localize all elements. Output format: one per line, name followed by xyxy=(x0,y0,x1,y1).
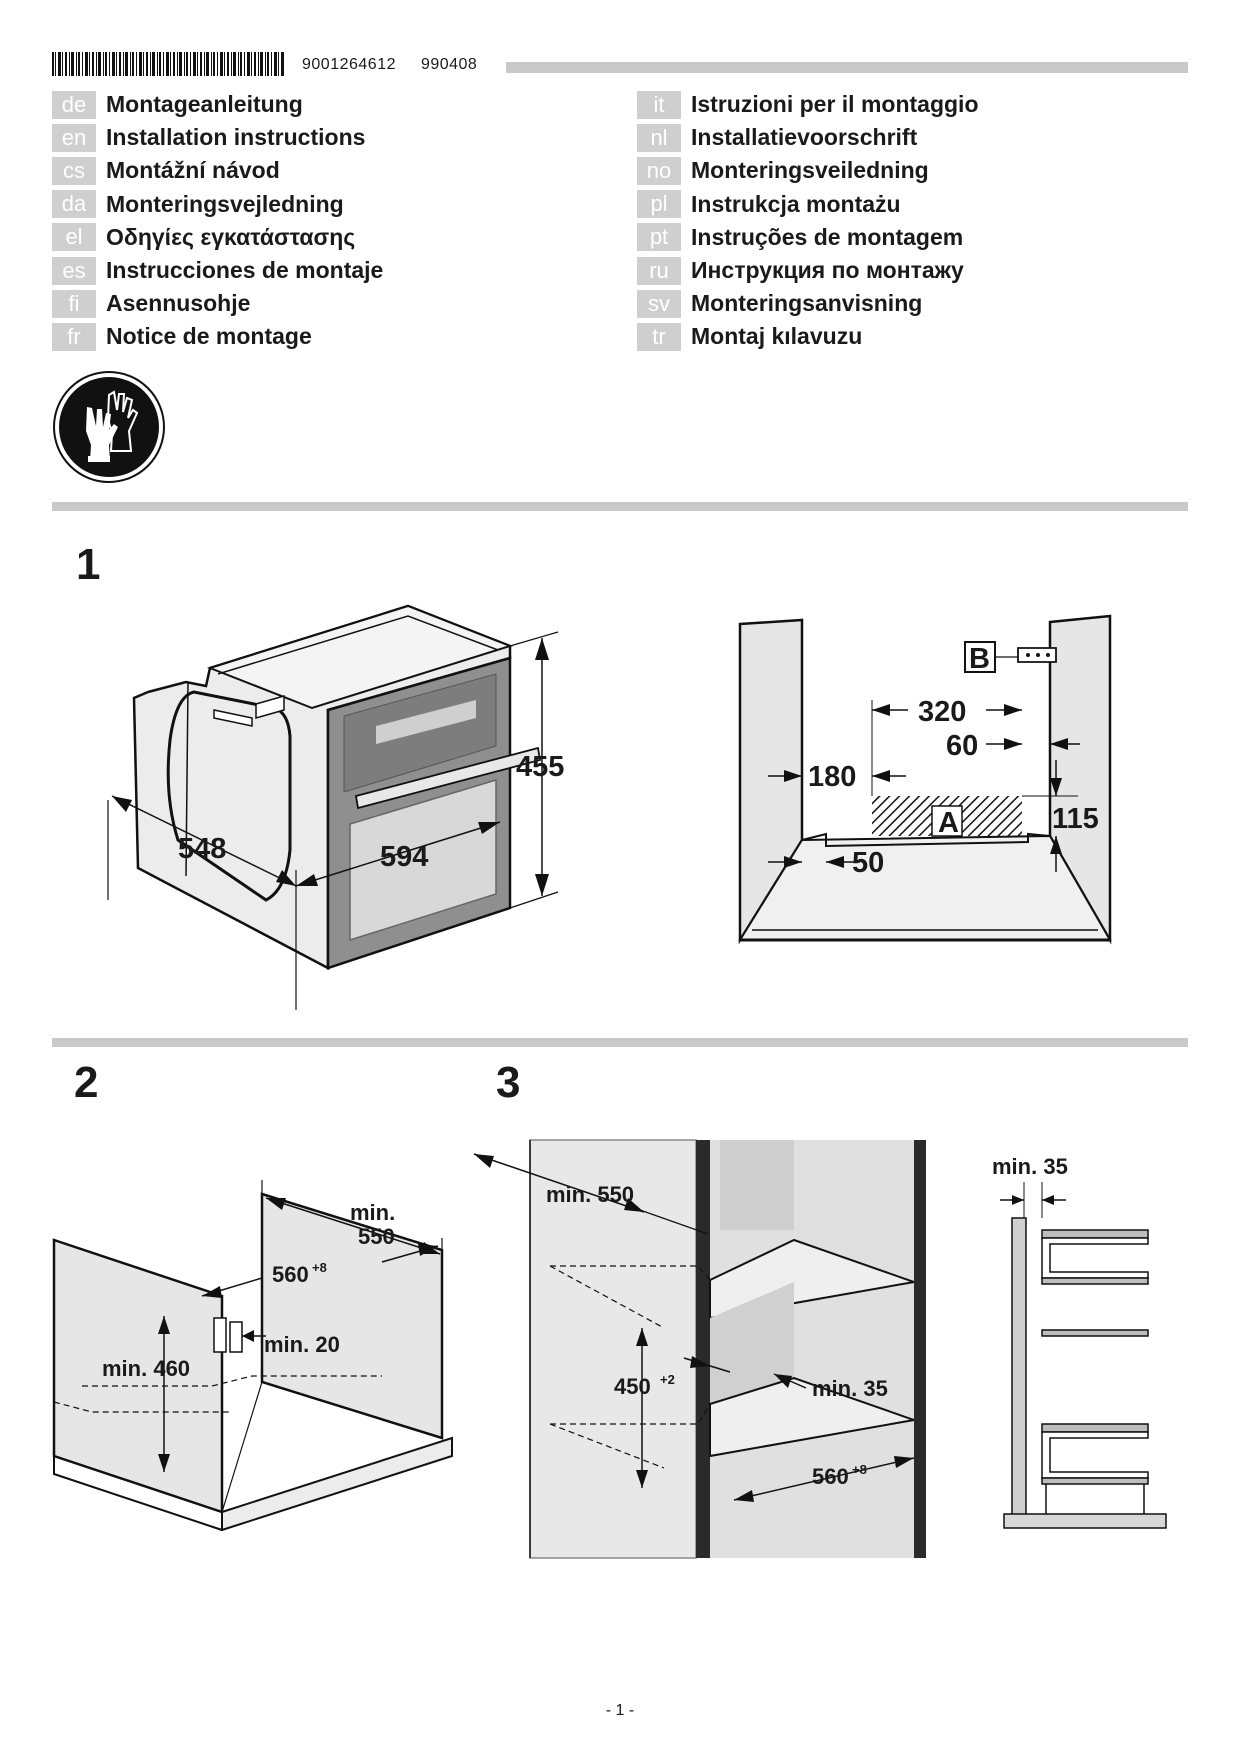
language-row-fi: fi Asennusohje xyxy=(52,287,383,320)
language-title: Monteringsanvisning xyxy=(691,290,923,317)
width-tolerance: +8 xyxy=(312,1260,327,1275)
gap-label: min. 20 xyxy=(264,1332,340,1357)
language-code: fr xyxy=(52,322,96,351)
language-title: Οδηγίες εγκατάστασης xyxy=(106,223,356,250)
language-code: nl xyxy=(637,123,681,152)
oven-depth-label: 548 xyxy=(178,833,226,865)
zone-a-label: A xyxy=(938,807,959,839)
language-row-pl: pl Instrukcja montażu xyxy=(637,188,979,221)
language-code: es xyxy=(52,256,96,285)
dim-180-label: 180 xyxy=(808,761,856,793)
language-code: tr xyxy=(637,322,681,351)
language-code: da xyxy=(52,190,96,219)
oven-dimensions-drawing: 455 548 594 xyxy=(107,604,564,1010)
language-code: cs xyxy=(52,156,96,185)
oven-window xyxy=(349,778,497,942)
cabinet-side-panel xyxy=(529,1139,697,1559)
language-title: Installatievoorschrift xyxy=(691,124,918,151)
dim-115-label: 115 xyxy=(1052,803,1099,835)
language-code: no xyxy=(637,156,681,185)
language-code: en xyxy=(52,123,96,152)
language-code: el xyxy=(52,223,96,252)
depth-min-word: min. xyxy=(350,1200,395,1225)
language-title: Instruções de montagem xyxy=(691,223,964,250)
language-row-ru: ru Инструкция по монтажу xyxy=(637,254,979,287)
language-title: Asennusohje xyxy=(106,290,251,317)
language-title: Notice de montage xyxy=(106,323,312,350)
wall-panel xyxy=(1011,1217,1027,1519)
bracket-b-label: B xyxy=(969,643,990,675)
oven-body xyxy=(132,604,512,971)
language-row-no: no Monteringsveiledning xyxy=(637,154,979,187)
width-value: 560 xyxy=(812,1464,849,1489)
language-title: Instrucciones de montaje xyxy=(106,257,384,284)
language-row-it: it Istruzioni per il montaggio xyxy=(637,88,979,121)
height-label: min. 460 xyxy=(102,1356,190,1381)
language-row-en: en Installation instructions xyxy=(52,121,383,154)
section-divider xyxy=(52,1038,1188,1047)
section-divider xyxy=(52,502,1188,511)
oven-width-label: 594 xyxy=(380,841,428,873)
dim-320-label: 320 xyxy=(918,696,966,728)
height-tolerance: +2 xyxy=(660,1372,675,1387)
language-row-da: da Monteringsvejledning xyxy=(52,188,383,221)
cabinet-side-view-drawing: min. 35 xyxy=(992,1154,1167,1529)
language-title: Инструкция по монтажу xyxy=(691,257,964,284)
document-numbers: 9001264612 990408 xyxy=(302,56,477,74)
language-row-de: de Montageanleitung xyxy=(52,88,383,121)
height-value: 450 xyxy=(614,1374,651,1399)
dim-50-label: 50 xyxy=(852,847,884,879)
language-row-cs: cs Montážní návod xyxy=(52,154,383,187)
tall-cabinet-drawing: min. 550 450 +2 min. 35 560 +8 xyxy=(473,1139,926,1559)
language-title: Installation instructions xyxy=(106,124,366,151)
figure-number: 2 xyxy=(74,1058,99,1107)
language-code: pt xyxy=(637,223,681,252)
cabinet-back-wall xyxy=(260,1192,444,1440)
language-code: pl xyxy=(637,190,681,219)
language-list-right: it Istruzioni per il montaggio nl Installa… xyxy=(637,88,979,354)
language-code: it xyxy=(637,90,681,119)
language-row-pt: pt Instruções de montagem xyxy=(637,221,979,254)
header-rule xyxy=(506,62,1188,73)
barcode xyxy=(52,52,284,76)
language-row-fr: fr Notice de montage xyxy=(52,320,383,353)
document-code: 990408 xyxy=(420,56,478,73)
language-code: fi xyxy=(52,289,96,318)
language-title: Montážní návod xyxy=(106,157,280,184)
oven-handle xyxy=(354,746,542,810)
article-number: 9001264612 xyxy=(302,56,396,73)
page-number: - 1 - xyxy=(605,1702,635,1719)
dim-60-label: 60 xyxy=(946,730,978,762)
niche-connection-drawing: A B 320 60 180 115 50 xyxy=(738,614,1112,945)
language-row-tr: tr Montaj kılavuzu xyxy=(637,320,979,353)
figure-number: 3 xyxy=(496,1058,521,1107)
width-value: 560 xyxy=(272,1262,309,1287)
language-title: Monteringsveiledning xyxy=(691,157,929,184)
language-code: sv xyxy=(637,289,681,318)
figure-number: 1 xyxy=(76,540,101,589)
language-row-sv: sv Monteringsanvisning xyxy=(637,287,979,320)
gloves-icon xyxy=(53,371,165,483)
language-row-nl: nl Installatievoorschrift xyxy=(637,121,979,154)
depth-value: 550 xyxy=(358,1224,395,1249)
depth-label: min. 550 xyxy=(546,1182,634,1207)
vent-label: min. 35 xyxy=(812,1376,888,1401)
language-code: de xyxy=(52,90,96,119)
side-label: min. 35 xyxy=(992,1154,1068,1179)
base-cabinet-drawing: min. 550 560 +8 min. 20 min. 460 xyxy=(52,1180,453,1532)
language-title: Montageanleitung xyxy=(106,91,303,118)
language-row-el: el Οδηγίες εγκατάστασης xyxy=(52,221,383,254)
language-list-left: de Montageanleitung en Installation instru… xyxy=(52,88,383,354)
language-code: ru xyxy=(637,256,681,285)
language-title: Instrukcja montażu xyxy=(691,190,901,217)
language-title: Istruzioni per il montaggio xyxy=(691,91,979,118)
language-row-es: es Instrucciones de montaje xyxy=(52,254,383,287)
width-tolerance: +8 xyxy=(852,1462,867,1477)
language-title: Montaj kılavuzu xyxy=(691,323,863,350)
oven-height-label: 455 xyxy=(516,751,564,783)
language-title: Monteringsvejledning xyxy=(106,190,344,217)
